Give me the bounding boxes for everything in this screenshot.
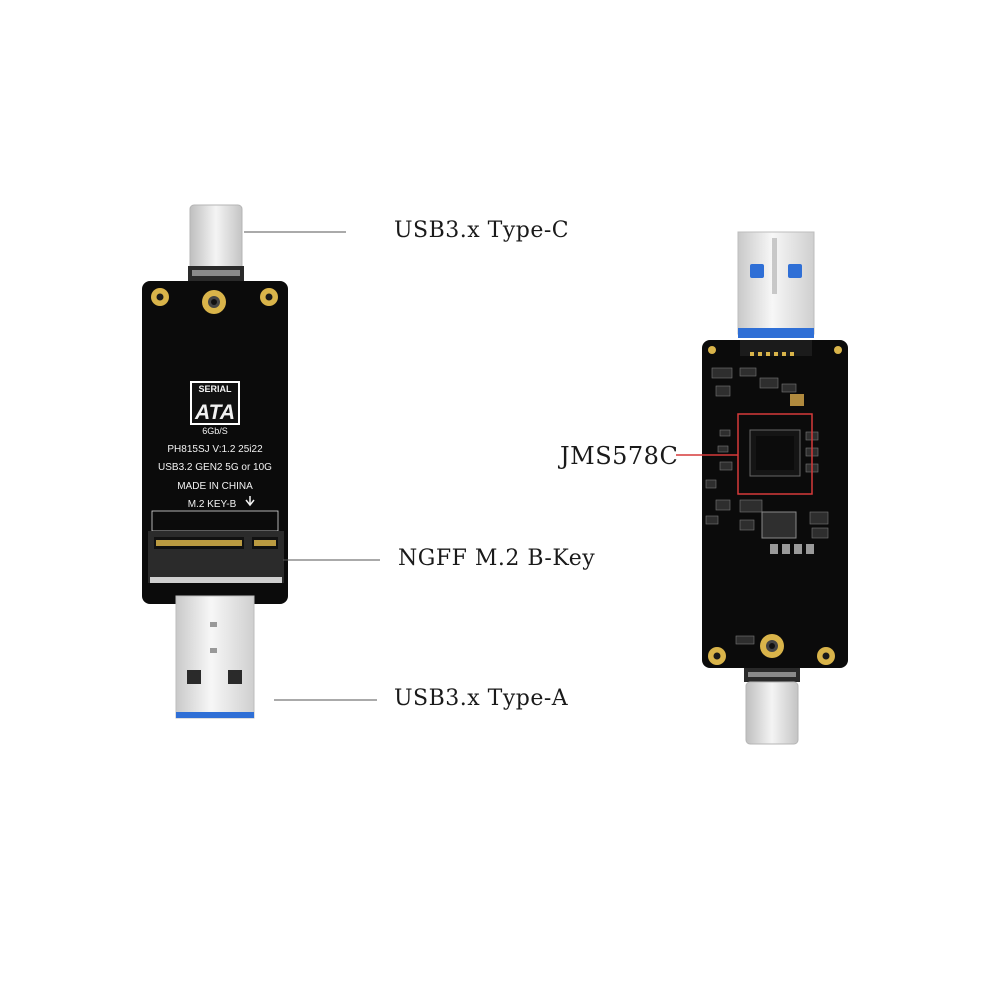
label-usb-type-a: USB3.x Type-A bbox=[394, 686, 569, 711]
label-usb-type-c: USB3.x Type-C bbox=[394, 218, 570, 243]
arrow-down-icon bbox=[245, 496, 255, 507]
key-line-text: M.2 KEY-B bbox=[188, 499, 237, 510]
logo-speed-text: 6Gb/S bbox=[202, 426, 228, 436]
m2-connector-front bbox=[148, 510, 284, 583]
serial-ata-logo: SERIAL ATA 6Gb/S bbox=[190, 381, 240, 436]
spec-line-text: USB3.2 GEN2 5G or 10G bbox=[158, 462, 272, 473]
label-chip: JMS578C bbox=[560, 442, 679, 470]
jms578c-chip bbox=[737, 413, 813, 495]
label-ngff-m2: NGFF M.2 B-Key bbox=[398, 546, 596, 571]
chip-highlight-box bbox=[737, 413, 813, 495]
inductor bbox=[761, 511, 797, 539]
front-view: SERIAL ATA 6Gb/S PH815SJ V:1.2 25i22 USB… bbox=[142, 204, 288, 719]
type-a-plug-back bbox=[737, 231, 815, 338]
type-c-plug-front bbox=[188, 204, 244, 282]
back-view bbox=[702, 231, 848, 745]
origin-line-text: MADE IN CHINA bbox=[177, 481, 253, 492]
model-line-text: PH815SJ V:1.2 25i22 bbox=[167, 444, 263, 455]
inductor-pads bbox=[770, 544, 814, 554]
top-pads-back bbox=[708, 346, 842, 356]
type-a-plug-front bbox=[175, 595, 255, 719]
type-c-plug-back bbox=[745, 681, 799, 745]
logo-top-text: SERIAL bbox=[198, 384, 232, 394]
mounting-holes-front bbox=[151, 288, 278, 314]
front-pcb bbox=[142, 281, 288, 604]
mounting-holes-back bbox=[708, 634, 835, 665]
logo-main-text: ATA bbox=[194, 401, 235, 424]
